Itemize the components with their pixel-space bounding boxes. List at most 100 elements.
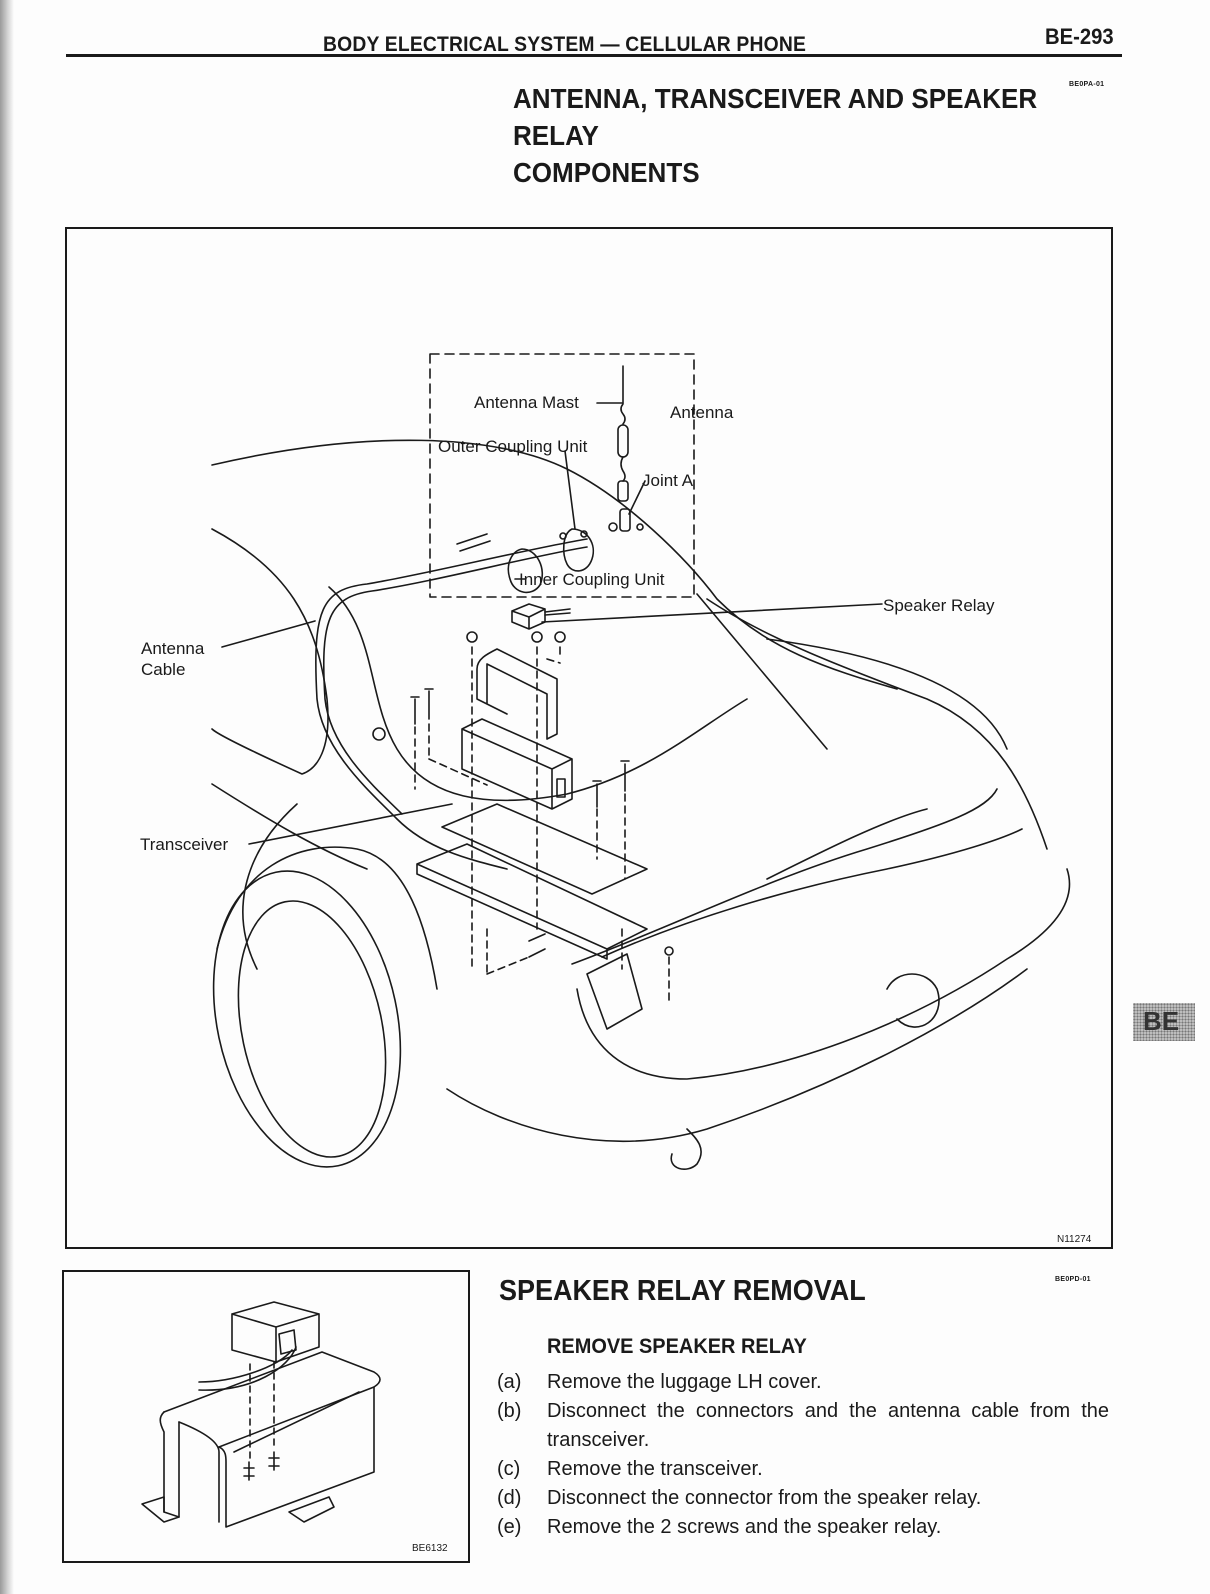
transceiver-connector (556, 778, 566, 798)
section-title-line3: COMPONENTS (513, 157, 700, 188)
mounting-plate-lower (416, 843, 648, 960)
label-antenna-cable-line2: Cable (141, 660, 186, 679)
rear-bumper-base (446, 968, 1028, 1142)
mounting-plate-upper (441, 803, 648, 895)
bolt (424, 688, 434, 720)
foot-right (288, 1496, 335, 1523)
nut (466, 631, 478, 643)
relay-box (231, 1301, 320, 1363)
step-mark: (a) (497, 1371, 522, 1393)
car-roof-line (211, 439, 898, 690)
wheel-arch (216, 846, 438, 990)
rear-quarter-line (211, 783, 368, 870)
relay-bracket (476, 648, 558, 740)
joint-a-part (619, 508, 631, 532)
bracket-front (159, 1411, 180, 1518)
relay-connector (278, 1329, 297, 1355)
bracket-crease (233, 1391, 360, 1453)
rear-wheel-inner (237, 900, 387, 1158)
antenna-group-box (429, 353, 695, 598)
transceiver-box (461, 718, 573, 810)
grommet (372, 727, 386, 741)
section-title: ANTENNA, TRANSCEIVER AND SPEAKER RELAY C… (513, 80, 1037, 191)
foot-left (141, 1496, 180, 1523)
nut (531, 631, 543, 643)
rear-bumper-lower (576, 868, 1071, 1080)
antenna-mast (620, 365, 626, 425)
label-joint-a: Joint A (642, 471, 694, 490)
inner-coupling-ring (507, 548, 544, 594)
step-item: (c) Remove the transceiver. (497, 1455, 1109, 1484)
speaker-relay-figure: BE6132 (62, 1270, 470, 1563)
step-item: (b) Disconnect the connectors and the an… (497, 1397, 1109, 1455)
section-thumb-tab-label: BE (1143, 1006, 1180, 1036)
trunk-edge (766, 808, 928, 880)
bracket-side (218, 1386, 375, 1528)
screw (608, 522, 618, 532)
leader-joint-a (628, 480, 646, 515)
bolt (410, 696, 420, 725)
trunk-lid-curve (766, 638, 1008, 750)
components-figure: Antenna Mast Antenna Outer Coupling Unit… (65, 227, 1113, 1249)
removal-ref-code: BE0PD-01 (1055, 1276, 1091, 1283)
antenna-base (617, 480, 629, 502)
leader-transceiver (248, 803, 453, 845)
screw-left (243, 1461, 255, 1481)
label-speaker-relay: Speaker Relay (883, 596, 995, 615)
rear-window-outline (211, 528, 329, 775)
bolt (528, 948, 546, 958)
removal-steps: (a) Remove the luggage LH cover. (b) Dis… (497, 1368, 1109, 1542)
bolt (592, 780, 602, 808)
step-text: Remove the 2 screws and the speaker rela… (547, 1516, 942, 1538)
step-mark: (e) (497, 1516, 522, 1538)
bolt (528, 933, 546, 942)
removal-subtitle: REMOVE SPEAKER RELAY (547, 1335, 807, 1358)
components-illustration (211, 353, 1071, 1170)
section-title-line2: RELAY (513, 120, 599, 151)
header-rule (66, 54, 1122, 57)
rear-window-inner (328, 586, 748, 802)
speaker-relay-wires (544, 608, 571, 616)
step-text: Disconnect the connector from the speake… (547, 1487, 982, 1509)
screw-guide-lines (249, 1361, 275, 1461)
step-mark: (c) (497, 1458, 521, 1480)
label-antenna-cable-line1: Antenna (141, 639, 205, 658)
step-mark: (b) (497, 1400, 522, 1422)
step-item: (d) Disconnect the connector from the sp… (497, 1484, 1109, 1513)
rear-bumper-top (601, 828, 1023, 958)
relay-wires (198, 1346, 297, 1391)
label-transceiver: Transceiver (140, 835, 229, 854)
rear-bumper-upper (571, 788, 998, 965)
leader-outer-coupling (564, 450, 576, 530)
outer-body-line (696, 593, 828, 750)
bumper-vent (886, 973, 940, 1028)
bolt (620, 760, 630, 792)
speaker-relay-illustration (141, 1301, 381, 1528)
label-antenna-cable: Antenna Cable (141, 638, 204, 680)
lower-bracket (586, 953, 643, 1030)
cable-connector (456, 533, 491, 552)
small-figure-id: BE6132 (412, 1543, 448, 1554)
antenna-cable-parallel (322, 546, 588, 815)
label-antenna-mast: Antenna Mast (474, 393, 579, 412)
section-ref-code: BE0PA-01 (1069, 81, 1105, 88)
screw-right (268, 1451, 280, 1471)
label-inner-coupling-unit: Inner Coupling Unit (519, 570, 665, 589)
washer (636, 523, 644, 531)
antenna-mast-segment (617, 424, 629, 458)
step-item: (e) Remove the 2 screws and the speaker … (497, 1513, 1109, 1542)
section-thumb-tab: BE (1133, 1003, 1195, 1041)
step-mark: (d) (497, 1487, 522, 1509)
removal-title: SPEAKER RELAY REMOVAL (499, 1275, 866, 1307)
page-binding-shadow (0, 0, 14, 1594)
leader-antenna-cable (221, 620, 316, 648)
antenna-mast-lower (620, 456, 626, 482)
assembly-guide-lines (414, 646, 670, 1005)
outer-coupling-ring (562, 528, 594, 572)
exhaust-pipe (670, 1128, 702, 1170)
nut (580, 530, 588, 538)
figure-id: N11274 (1057, 1234, 1092, 1245)
bracket-top (163, 1351, 381, 1448)
step-text: Disconnect the connectors and the antenn… (547, 1400, 1109, 1451)
section-title-line1: ANTENNA, TRANSCEIVER AND SPEAKER (513, 83, 1038, 114)
